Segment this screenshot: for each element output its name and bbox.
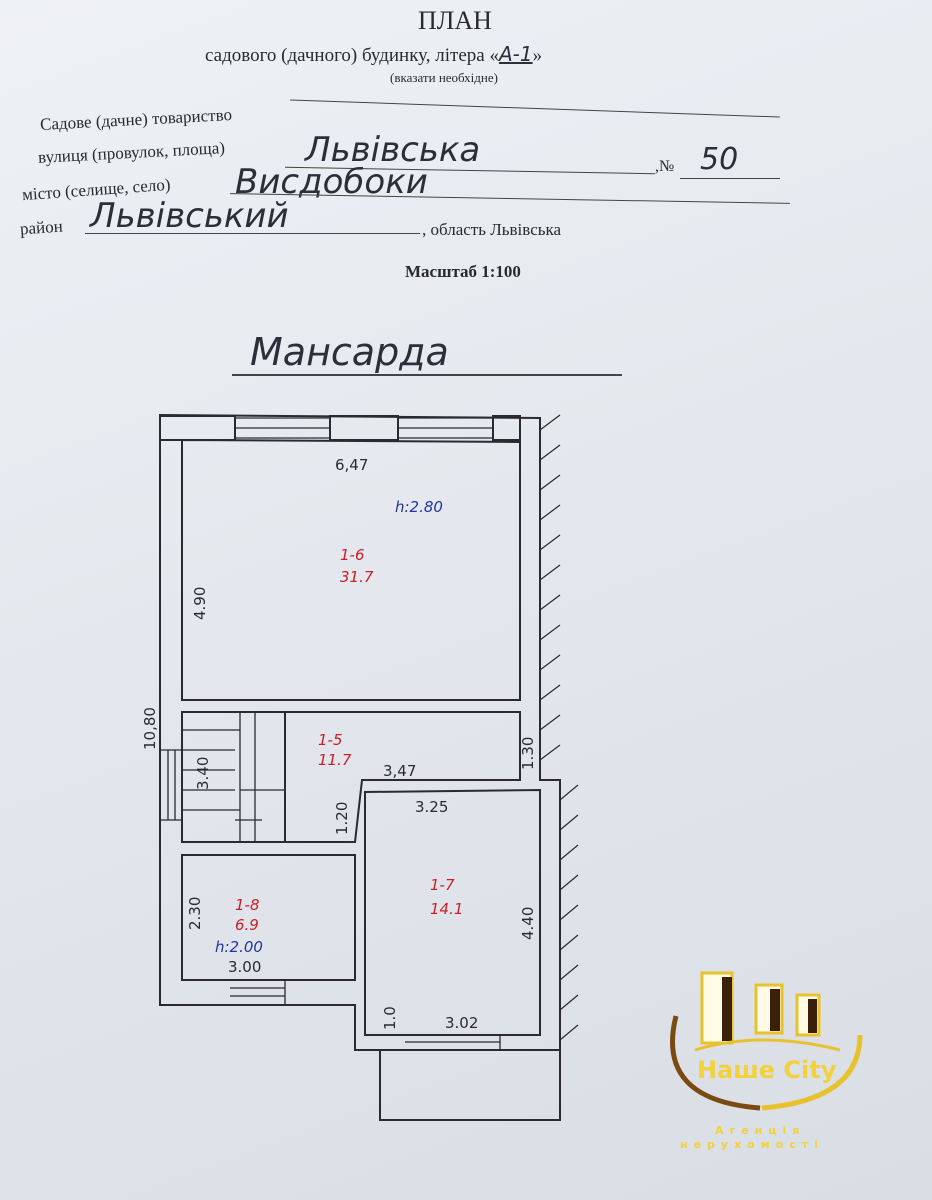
window-top-2 <box>398 417 493 439</box>
room-1-7-outline <box>364 788 541 1036</box>
floor-title-underline <box>232 374 622 376</box>
room-1-8-id: 1-8 <box>235 896 260 914</box>
logo: Наше City Агенція нерухомості <box>670 971 863 1151</box>
number-value: 50 <box>700 142 739 177</box>
dim-room-1-7-b: 4.40 <box>519 907 537 940</box>
room-1-5-area: 11.7 <box>318 751 352 769</box>
dim-room-1-5-c: 1.20 <box>333 802 351 835</box>
porch-outline <box>379 1050 561 1121</box>
room-1-8-outline <box>181 854 356 981</box>
scale-label: Масштаб 1:100 <box>405 262 521 281</box>
region-text: , область Львівська <box>422 220 562 239</box>
logo-tagline-1: Агенція <box>715 1124 805 1137</box>
dim-room-1-8-a: 2.30 <box>186 897 204 930</box>
dim-room-1-5-a: 3,47 <box>383 762 416 780</box>
number-label: ,№ <box>655 158 675 175</box>
hatching <box>539 414 579 1041</box>
pier <box>329 415 399 441</box>
stairs <box>182 712 285 842</box>
window-left <box>160 749 183 821</box>
dim-overall-length: 10,80 <box>141 707 159 750</box>
logo-name: Наше City <box>697 1056 837 1084</box>
dim-room-1-5-b: 1.30 <box>519 737 537 770</box>
logo-tagline-2: нерухомості <box>680 1138 824 1151</box>
room-1-7-id: 1-7 <box>430 876 455 894</box>
subtitle-suffix: » <box>532 45 543 66</box>
street-value: Львівська <box>305 130 481 170</box>
letter-value: А-1 <box>498 42 533 66</box>
dim-room-1-8-b: 3.00 <box>228 958 261 976</box>
subtitle-prefix: садового (дачного) будинку, літера « <box>205 45 499 66</box>
doc-note: (вказати необхідне) <box>390 70 498 85</box>
window-bottom-2 <box>405 1034 501 1051</box>
district-value: Львівський <box>90 196 289 236</box>
dim-room-1-7-c: 3.02 <box>445 1014 478 1032</box>
doc-title: ПЛАН <box>418 6 492 35</box>
district-line <box>85 233 420 234</box>
room-1-7-area: 14.1 <box>430 900 463 918</box>
room-1-6-outline <box>181 438 521 701</box>
dim-room-1-6-width: 6,47 <box>335 456 368 474</box>
room-1-6-id: 1-6 <box>340 546 365 564</box>
room-1-8-height: h:2.00 <box>215 938 263 956</box>
doc-subtitle: садового (дачного) будинку, літера «А-1» <box>205 42 542 67</box>
city-value: Висдобоки <box>235 162 428 202</box>
window-top-1 <box>235 417 330 439</box>
dim-room-1-7-a: 3.25 <box>415 798 448 816</box>
dim-room-1-6-depth: 4.90 <box>191 587 209 620</box>
dim-room-1-7-d: 1.0 <box>381 1006 399 1030</box>
room-1-5-outline <box>181 711 521 843</box>
room-1-5-id: 1-5 <box>318 731 343 749</box>
logo-buildings-icon <box>694 971 841 1052</box>
room-1-8-area: 6.9 <box>235 916 259 934</box>
number-line <box>680 178 780 179</box>
window-bottom-1 <box>230 979 286 1006</box>
room-1-6-height: h:2.80 <box>395 498 443 516</box>
dim-stairs: 3.40 <box>194 757 212 790</box>
floor-title: Мансарда <box>250 330 449 374</box>
room-1-6-area: 31.7 <box>340 568 374 586</box>
